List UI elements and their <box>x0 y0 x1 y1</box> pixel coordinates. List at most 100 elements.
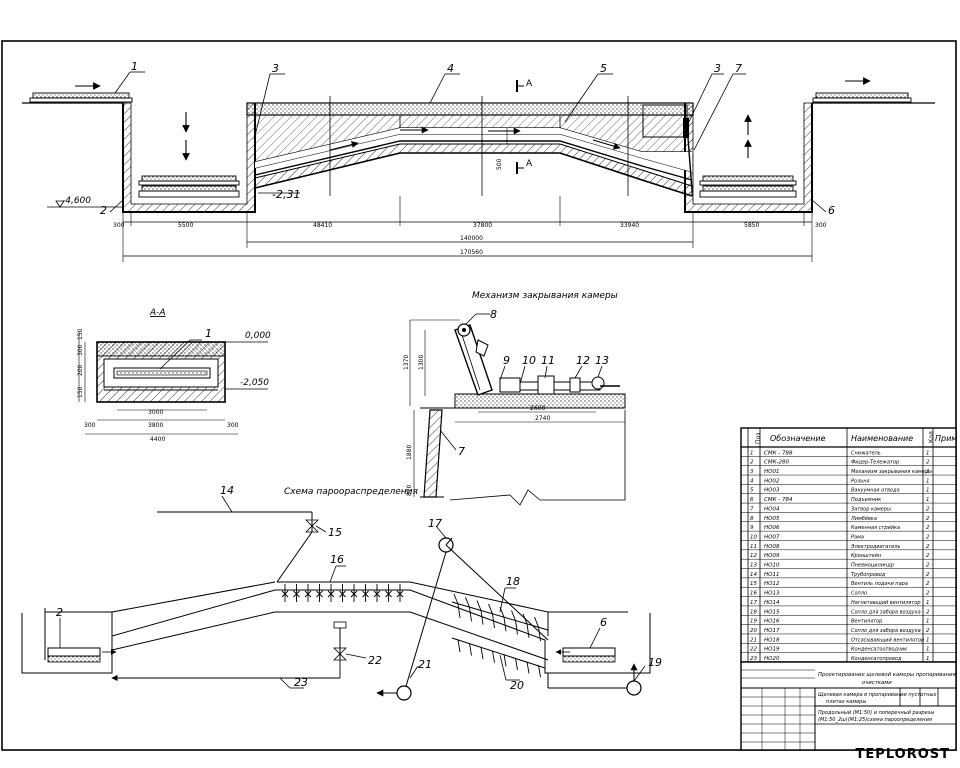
spec-row-designation: НО07 <box>764 534 780 540</box>
callout-3-left: 3 <box>272 62 279 75</box>
spec-row-name: Сопло для забора воздуха <box>851 609 921 615</box>
spec-row-designation: НО10 <box>764 563 780 569</box>
suction-nozzle-icon <box>469 643 472 656</box>
spec-row-pos: 13 <box>750 563 757 569</box>
dim-300-left: 300 <box>113 222 125 229</box>
scheme-chamber-outline <box>21 589 651 674</box>
spec-row-qty: 1 <box>926 450 930 456</box>
spec-header-note: Прим <box>935 434 957 443</box>
spec-row-designation: СМК - 788 <box>764 450 793 456</box>
surface-trolley-left <box>29 82 133 103</box>
mechanism-lower-gate <box>423 409 443 498</box>
spec-row-pos: 14 <box>750 572 757 578</box>
spec-row-qty: 2 <box>926 572 930 578</box>
section-dim-3800: 3800 <box>148 422 163 429</box>
spec-row-designation: НО19 <box>764 647 780 653</box>
steam-nozzle-icon <box>339 584 346 602</box>
spec-row-name: Нагнетающий вентилятор <box>851 600 921 606</box>
suction-nozzle-icon <box>499 607 507 632</box>
drawing-frame <box>1 40 957 751</box>
spec-row-name: Конденсатопровод <box>851 656 902 662</box>
spec-row-pos: 2 <box>750 460 754 466</box>
height-500: 500 <box>496 158 503 170</box>
mech-callout-9: 9 <box>503 354 510 367</box>
spec-row-name: Снижатель <box>851 450 881 456</box>
section-level-bottom: -2,050 <box>240 378 269 388</box>
suction-nozzle-icon <box>522 613 530 638</box>
spec-row-pos: 15 <box>750 581 757 587</box>
spec-row-name: Отсасывающий вентилятор <box>851 637 924 643</box>
chamber-floor-underside <box>254 152 693 197</box>
scheme-chamber-floor <box>44 608 113 660</box>
callout-2: 2 <box>100 204 107 217</box>
spec-row-name: Электродвигатель <box>850 544 900 550</box>
spec-row-name: Трубопровод <box>851 572 886 578</box>
spec-row-qty: 2 <box>926 581 930 587</box>
spec-row-qty: 1 <box>926 647 930 653</box>
suction-nozzle-icon <box>534 616 541 642</box>
scheme-callout-16: 16 <box>330 553 344 566</box>
steam-distribution-scheme: Схема пароораспределения <box>21 484 662 701</box>
mech-dim-2600: 2600 <box>530 405 545 412</box>
spec-row-name: Фидер-Тележатор <box>851 460 899 466</box>
dim-140000: 140000 <box>460 235 483 242</box>
scheme-callout-14: 14 <box>220 484 234 497</box>
suction-nozzles-20 <box>451 637 546 678</box>
section-dims: 150 300 200 150 3000 300 3800 300 4400 <box>77 328 239 443</box>
elevation-marks: -4,600 -2,31 <box>47 188 300 208</box>
dim-33940: 33940 <box>620 222 639 229</box>
steam-nozzle-icon <box>373 584 381 602</box>
spec-row-qty: 1 <box>926 488 930 494</box>
mech-dim-1880: 1880 <box>406 445 413 460</box>
suction-nozzles-18 <box>451 593 549 642</box>
spec-row-designation: СМК-280 <box>764 460 789 466</box>
section-dim-4400: 4400 <box>150 436 165 443</box>
mech-callout-11: 11 <box>541 354 555 367</box>
chamber-insulation-fill <box>255 115 693 162</box>
callout-6: 6 <box>828 204 835 217</box>
mechanism-dims: 1370 1300 2600 2740 1880 870 <box>403 319 625 497</box>
spec-row-designation: НО18 <box>764 637 780 643</box>
spec-row-pos: 19 <box>750 619 757 625</box>
spec-row-pos: 21 <box>750 637 757 643</box>
spec-row-pos: 1 <box>750 450 754 456</box>
longitudinal-section: А А 500 1 3 4 5 3 7 2 6 <box>22 60 935 262</box>
spec-row-designation: НО03 <box>764 488 780 494</box>
spec-row-designation: НО05 <box>764 516 780 522</box>
suction-nozzle-icon <box>453 593 461 619</box>
spec-row-name: Механизм закрывания камеры <box>851 469 932 475</box>
spec-row-pos: 10 <box>750 534 757 540</box>
surface-trolley-right <box>812 77 912 103</box>
dim-5500: 5500 <box>178 222 193 229</box>
elevation-left-depth: -4,600 <box>62 196 91 206</box>
spec-row-designation: НО01 <box>764 469 779 475</box>
upper-inner-wall <box>399 116 561 128</box>
main-dimensions: 300 5500 48410 37800 33940 5850 300 1400… <box>113 196 827 262</box>
spec-row-pos: 17 <box>750 600 757 606</box>
section-title: А-А <box>149 308 166 318</box>
steam-nozzle-icon <box>281 584 289 602</box>
spec-row-qty: 2 <box>926 553 930 559</box>
spec-header-qty: Кол <box>928 431 935 443</box>
title-line-2: очистками <box>862 680 892 686</box>
section-insulation <box>96 341 226 357</box>
scheme-callout-6: 6 <box>600 616 607 629</box>
exhaust-fan-21 <box>396 685 412 701</box>
spec-row-pos: 7 <box>750 506 754 512</box>
spec-row-name: Вентиль подачи пара <box>851 581 908 587</box>
fan-19 <box>626 680 642 696</box>
suction-nozzle-icon <box>511 610 518 635</box>
suction-nozzle-icon <box>476 600 484 625</box>
spec-row-qty: 2 <box>926 506 930 512</box>
scheme-callout-20: 20 <box>510 679 524 692</box>
spec-row-designation: НО20 <box>764 656 780 662</box>
longitudinal-callouts: 1 3 4 5 3 7 2 6 <box>100 60 835 217</box>
spec-header-designation: Обозначение <box>770 434 826 443</box>
steam-space <box>255 128 692 172</box>
spec-row-designation: НО16 <box>764 619 780 625</box>
callout-4: 4 <box>447 62 454 75</box>
spec-row-pos: 23 <box>750 656 757 662</box>
spec-row-pos: 4 <box>750 478 754 484</box>
steam-nozzle-icon <box>362 584 369 602</box>
